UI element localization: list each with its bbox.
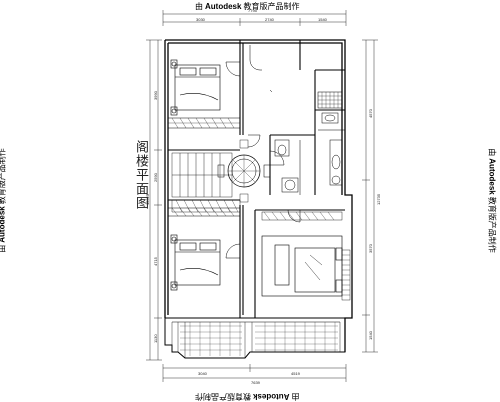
bathroom-center — [274, 139, 301, 195]
dimension-lines — [146, 10, 378, 382]
staircase — [171, 152, 241, 213]
dim-bottom-1: 3040 — [198, 371, 208, 376]
central-round-table — [217, 139, 271, 203]
doors — [225, 61, 301, 259]
dim-left-4: 1130 — [153, 334, 158, 343]
interior-walls — [168, 40, 345, 318]
dim-top-1: 3030 — [196, 17, 206, 22]
room-top-right — [249, 45, 273, 93]
bedroom-top-left — [167, 59, 241, 129]
dim-right-2: 3570 — [368, 243, 373, 253]
dim-left-total: 12525 — [145, 193, 150, 205]
dim-bottom-total: 7639 — [251, 380, 261, 385]
balcony — [164, 317, 346, 359]
dim-left-2: 2590 — [153, 172, 158, 182]
exterior-walls — [164, 39, 353, 352]
watermark-top: 由 Autodesk 教育版产品制作 — [195, 2, 300, 11]
bedroom-master — [261, 211, 351, 301]
dim-top-total: 7795 — [248, 8, 258, 13]
dim-left-1: 3990 — [153, 90, 158, 100]
bathroom-right — [317, 91, 345, 186]
dim-top-3: 1540 — [318, 17, 328, 22]
dim-right-3: 1540 — [368, 330, 373, 340]
dim-left-3: 4715 — [153, 256, 158, 266]
dim-bottom-2: 4519 — [291, 371, 301, 376]
bedroom-bottom-left — [167, 207, 241, 291]
dim-right-1: 4570 — [368, 108, 373, 118]
dim-right-total: 12735 — [376, 193, 381, 205]
plan-title: 阁楼平面图 — [133, 140, 148, 210]
dim-top-2: 2740 — [265, 17, 275, 22]
